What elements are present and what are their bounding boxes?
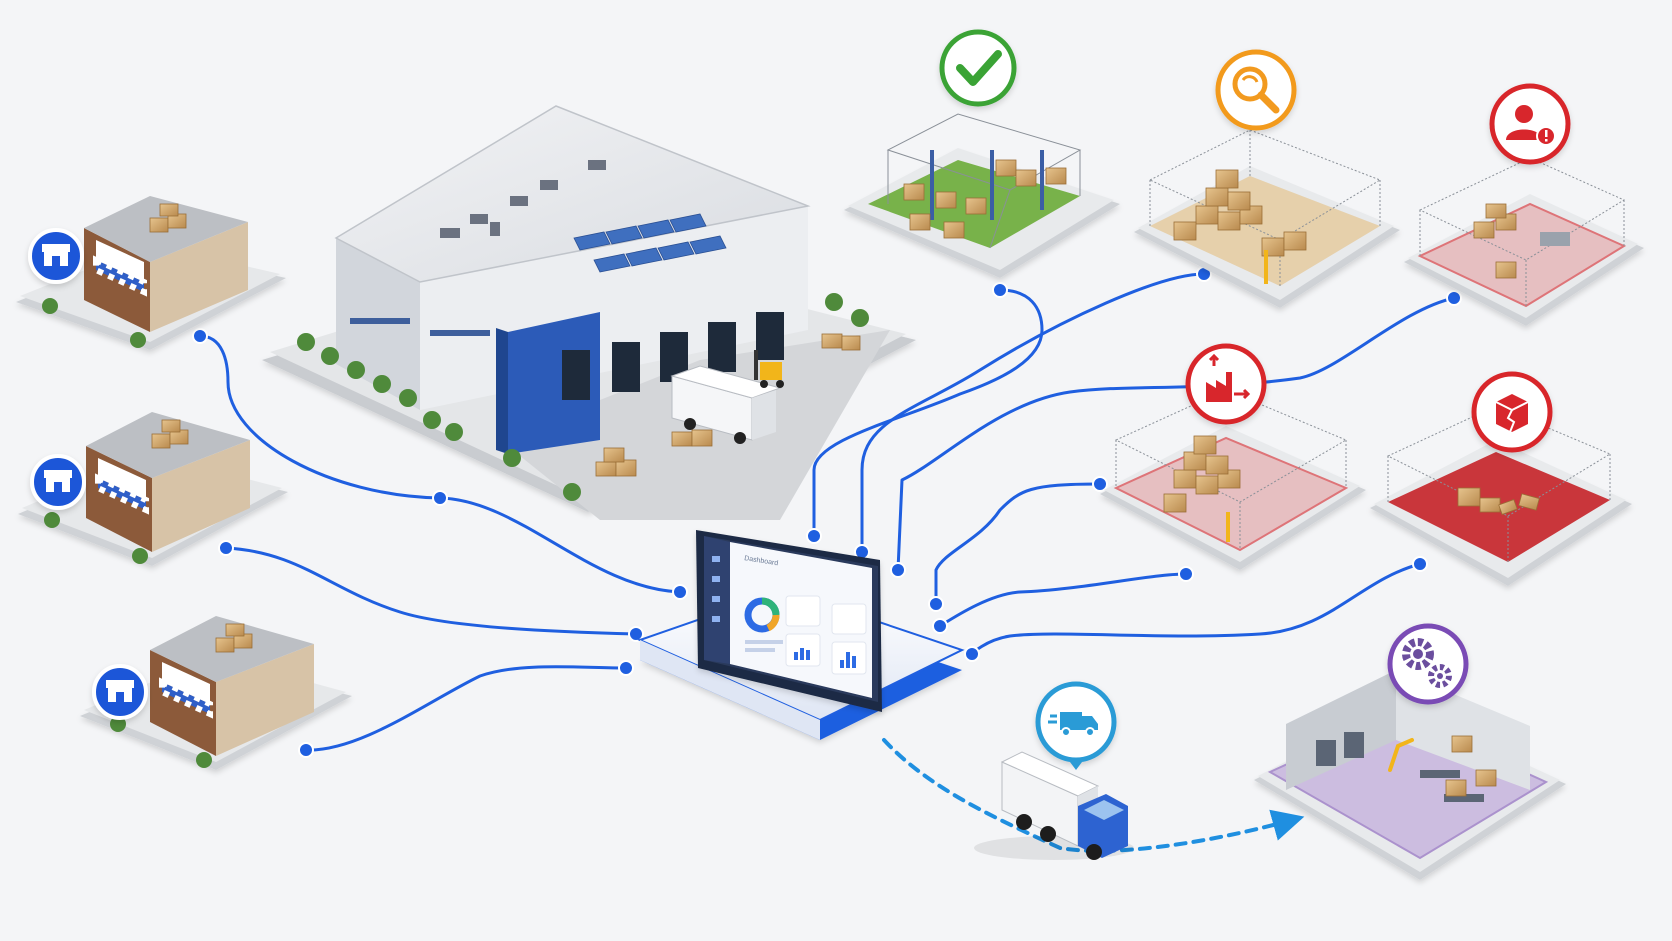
trees <box>297 293 869 501</box>
factory-return-icon <box>1185 343 1267 425</box>
retail-store-3[interactable] <box>80 616 352 770</box>
retail-store-1[interactable] <box>16 196 286 350</box>
solar-panels <box>573 213 727 273</box>
connector-damaged <box>970 562 1422 656</box>
personnel-alert-cage-area[interactable] <box>1404 157 1644 326</box>
forklift <box>754 350 784 388</box>
storefront-icon <box>92 664 148 720</box>
connector-approved <box>812 288 1044 538</box>
bar-chart-icon <box>794 648 856 668</box>
gears-icon <box>1387 623 1469 705</box>
storefront-icon <box>28 228 84 284</box>
robot-arm <box>1388 738 1414 772</box>
delivery-truck-icon <box>1035 681 1117 770</box>
stat-card <box>785 595 821 627</box>
warehouse-windows <box>350 318 490 336</box>
pallet-boxes <box>595 333 861 477</box>
retail-store-2[interactable] <box>18 412 288 566</box>
donut-chart-icon <box>744 597 780 633</box>
processing-facility-area[interactable] <box>1254 670 1566 880</box>
damaged-goods-cage-area[interactable] <box>1370 405 1632 586</box>
delivery-route-arrow <box>882 738 1305 853</box>
connector-inspection <box>860 272 1206 554</box>
delivery-truck[interactable] <box>974 751 1134 860</box>
connector-store-2 <box>224 546 638 636</box>
factory-return-cage-area[interactable] <box>1100 389 1366 570</box>
connector-dots <box>192 266 1462 758</box>
stat-card <box>831 603 867 635</box>
connector-lines <box>198 272 1456 752</box>
dashboard-tablet[interactable]: Dashboard <box>696 530 882 712</box>
loading-docks <box>562 312 784 400</box>
approved-storage-area[interactable] <box>844 113 1120 278</box>
connector-store-3 <box>304 665 628 752</box>
dock-truck <box>670 365 782 444</box>
person-alert-icon <box>1489 83 1571 165</box>
connector-factory-return <box>934 482 1102 606</box>
connector-personnel <box>896 296 1456 572</box>
distribution-warehouse[interactable] <box>262 105 916 520</box>
central-hub-platform[interactable]: Dashboard <box>637 530 965 740</box>
connector-store-1 <box>198 334 682 594</box>
checkmark-icon <box>939 29 1017 107</box>
inspection-cage-area[interactable] <box>1134 129 1400 308</box>
rooftop-units <box>440 160 606 238</box>
damaged-box-icon <box>1471 371 1553 453</box>
connector-processing-line <box>938 572 1188 628</box>
storefront-icon <box>30 454 86 510</box>
magnifier-refresh-icon <box>1215 49 1297 131</box>
